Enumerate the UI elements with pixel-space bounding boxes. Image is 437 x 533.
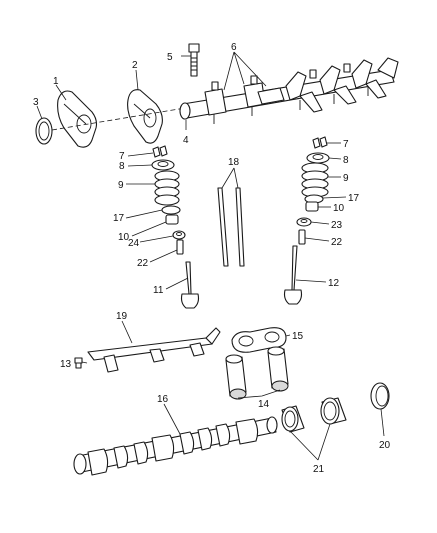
callout-1: 1 [53, 76, 59, 87]
part-17-spring-seat-left [161, 205, 181, 215]
callout-19: 19 [116, 311, 128, 322]
callout-6: 6 [231, 42, 237, 53]
callout-20: 20 [379, 440, 391, 451]
callout-3: 3 [33, 97, 39, 108]
part-13-screw [74, 357, 83, 369]
callout-14: 14 [258, 399, 270, 410]
part-11-intake-valve [180, 261, 200, 309]
part-2-rocker-arm [127, 89, 163, 144]
callout-16: 16 [157, 394, 169, 405]
part-14-roller-lifters [225, 346, 289, 400]
part-15-lifter-yoke [231, 327, 287, 353]
part-8-spring-retainer-left [151, 159, 175, 171]
callout-23: 23 [331, 220, 343, 231]
part-3-seal-ring [35, 117, 53, 145]
callout-9-right: 9 [343, 173, 349, 184]
callout-4: 4 [183, 135, 189, 146]
part-6-rocker-shaft-assembly [179, 57, 399, 124]
part-22-guide-right [298, 229, 306, 245]
callout-22-right: 22 [331, 237, 343, 248]
part-10-valve-seal-right [305, 201, 319, 212]
callout-10-right: 10 [333, 203, 345, 214]
part-22-guide-left [176, 239, 184, 255]
part-23-shim-right [296, 217, 312, 227]
callout-12: 12 [328, 278, 340, 289]
part-8-spring-retainer-right [306, 152, 330, 164]
part-1-rocker-arm [57, 90, 98, 148]
callout-7-left: 7 [119, 151, 125, 162]
callout-numbers: 1 2 3 4 5 6 7 8 9 17 10 24 22 11 18 7 8 … [33, 42, 391, 475]
part-9-valve-spring-right [301, 162, 329, 198]
callout-21: 21 [313, 464, 325, 475]
part-5-bolt [188, 43, 200, 77]
callout-8-left: 8 [119, 161, 125, 172]
leader-lines [36, 51, 385, 461]
callout-15: 15 [292, 331, 304, 342]
callout-18: 18 [228, 157, 240, 168]
callout-8-right: 8 [343, 155, 349, 166]
callout-9-left: 9 [118, 180, 124, 191]
callout-7-right: 7 [343, 139, 349, 150]
callout-11: 11 [153, 285, 164, 296]
callout-22-left: 22 [137, 258, 149, 269]
part-18-pushrods [217, 187, 245, 267]
part-12-exhaust-valve [283, 245, 303, 305]
shaft-axis-line [51, 107, 186, 131]
part-16-camshaft [73, 416, 278, 476]
part-20-expansion-plug [370, 382, 390, 410]
part-7-valve-keepers-left [152, 145, 168, 158]
callout-24: 24 [128, 238, 140, 249]
callout-10-left: 10 [118, 232, 130, 243]
callout-5: 5 [167, 52, 173, 63]
part-19-lifter-guide-bar [87, 327, 221, 373]
part-10-valve-seal-left [165, 214, 179, 225]
callout-13: 13 [60, 359, 72, 370]
callout-17-left: 17 [113, 213, 125, 224]
part-7-valve-keepers-right [312, 136, 328, 149]
callout-2: 2 [132, 60, 138, 71]
part-21-cam-bearings [281, 397, 347, 433]
part-24-shim-left [172, 230, 186, 240]
callout-17-right: 17 [348, 193, 360, 204]
part-9-valve-spring-left [154, 170, 180, 206]
